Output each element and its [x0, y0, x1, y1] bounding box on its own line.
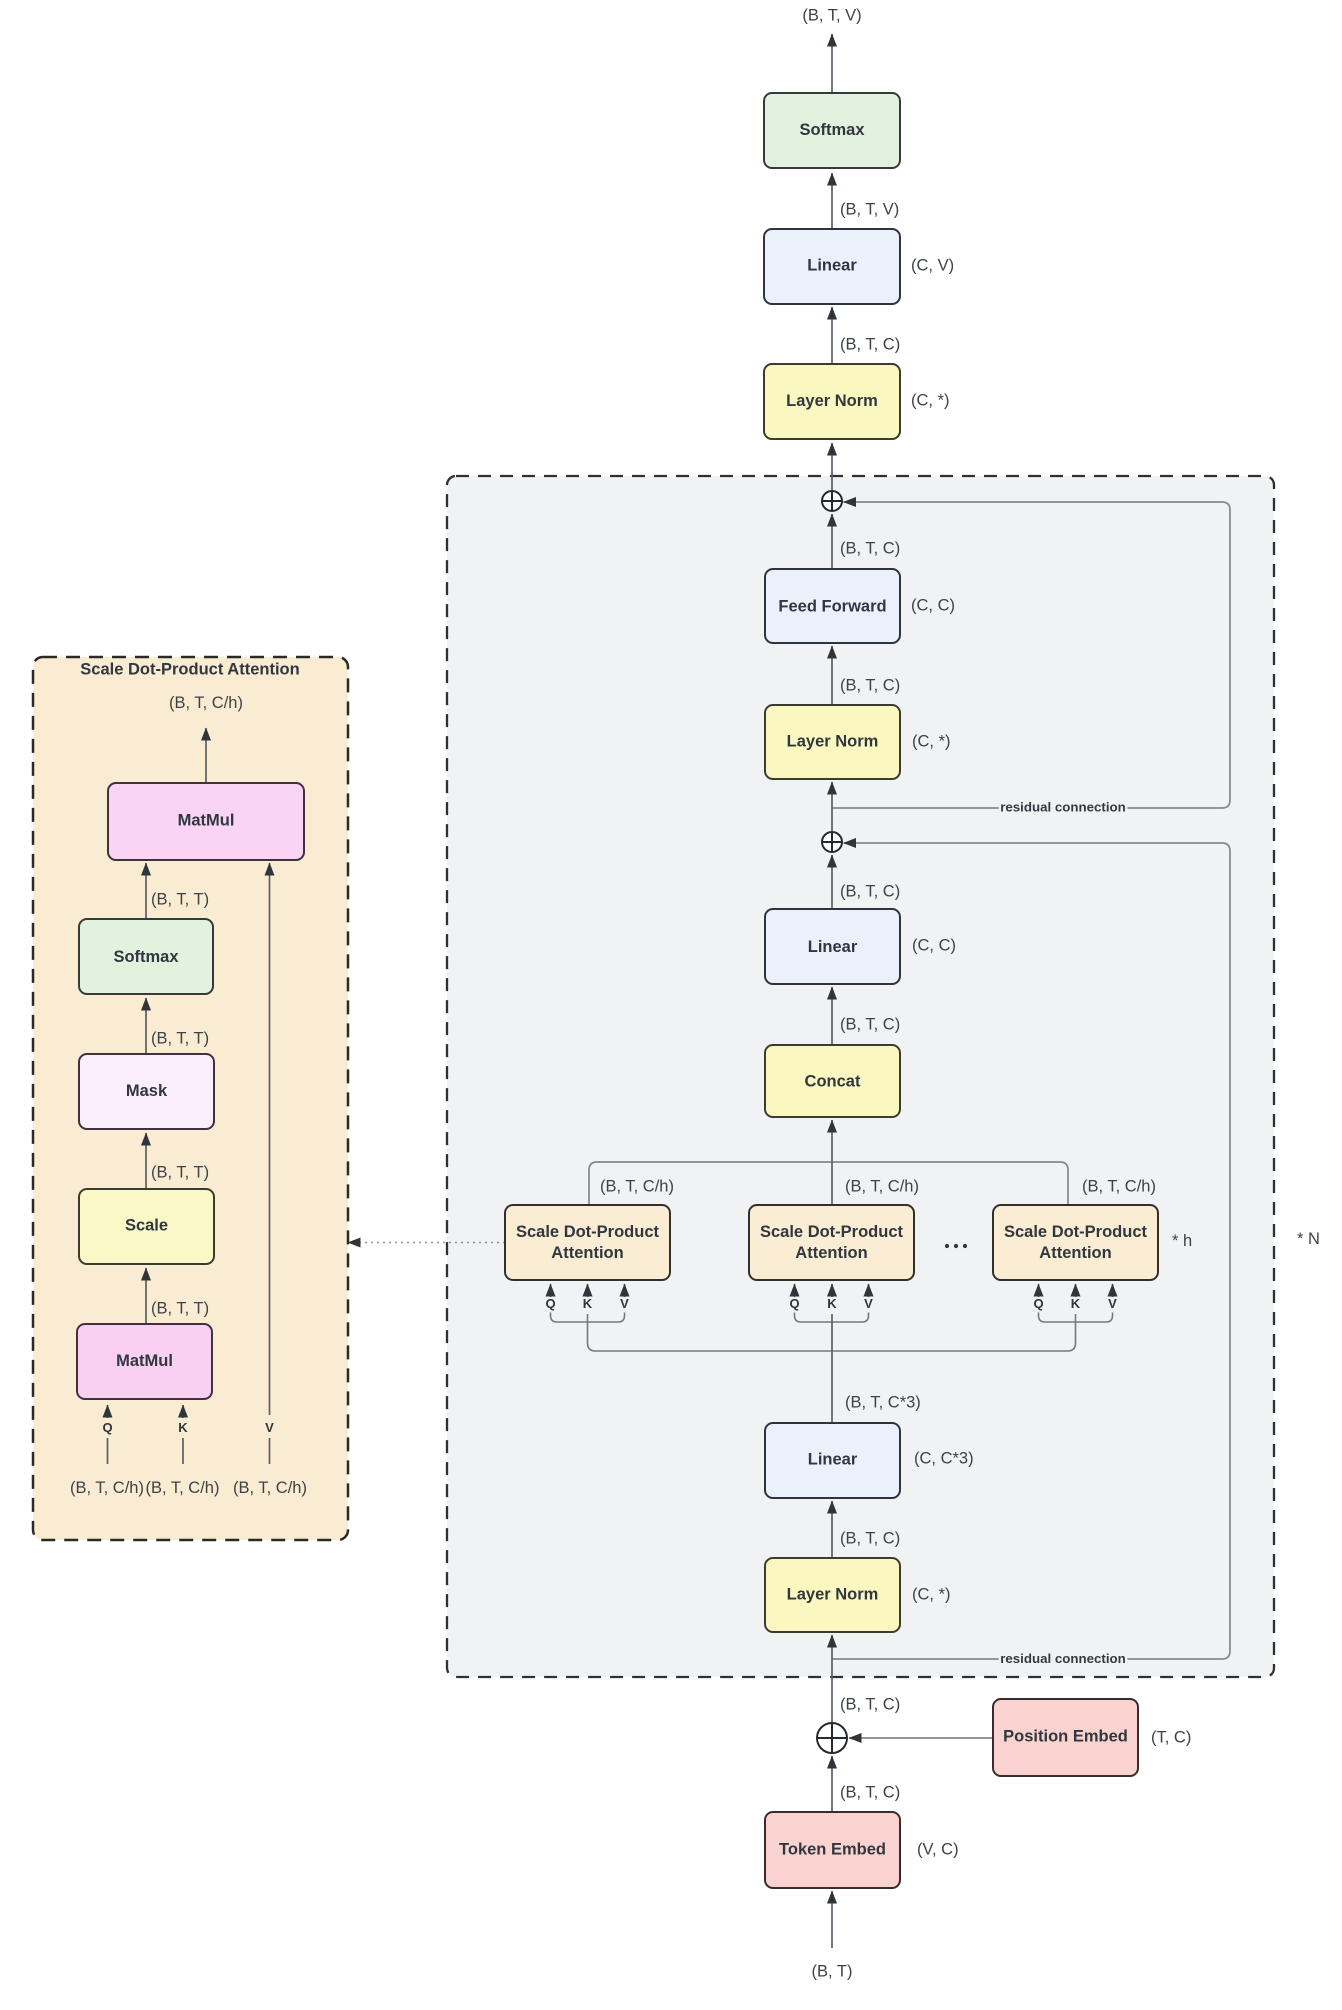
- svg-text:(C, *): (C, *): [911, 392, 950, 410]
- svg-text:K: K: [1071, 1296, 1081, 1311]
- svg-text:Scale Dot-Product: Scale Dot-Product: [516, 1223, 660, 1241]
- svg-text:Layer Norm: Layer Norm: [787, 733, 879, 751]
- svg-text:Scale Dot-Product Attention: Scale Dot-Product Attention: [80, 661, 299, 679]
- svg-text:(B, T, T): (B, T, T): [151, 1300, 209, 1318]
- svg-text:V: V: [864, 1296, 873, 1311]
- svg-text:(B, T, C): (B, T, C): [840, 1696, 900, 1714]
- svg-text:Layer Norm: Layer Norm: [787, 1586, 879, 1604]
- svg-text:(B, T, T): (B, T, T): [151, 891, 209, 909]
- svg-text:residual connection: residual connection: [1000, 1651, 1126, 1666]
- svg-text:Linear: Linear: [807, 257, 857, 275]
- svg-text:MatMul: MatMul: [116, 1352, 173, 1370]
- svg-text:(B, T, C): (B, T, C): [840, 540, 900, 558]
- svg-text:Softmax: Softmax: [799, 121, 865, 139]
- svg-text:(B, T, C): (B, T, C): [840, 336, 900, 354]
- svg-text:MatMul: MatMul: [178, 812, 235, 830]
- svg-text:(C, *): (C, *): [912, 733, 951, 751]
- svg-text:(B, T, C): (B, T, C): [840, 1016, 900, 1034]
- svg-text:Feed Forward: Feed Forward: [778, 598, 886, 616]
- svg-text:(B, T, V): (B, T, V): [802, 7, 861, 25]
- svg-text:(B, T): (B, T): [812, 1963, 853, 1981]
- svg-text:(B, T, C/h): (B, T, C/h): [70, 1479, 144, 1497]
- svg-text:Attention: Attention: [1039, 1244, 1111, 1262]
- svg-text:(T, C): (T, C): [1151, 1729, 1191, 1747]
- svg-text:Q: Q: [1033, 1296, 1043, 1311]
- svg-text:(B, T, C*3): (B, T, C*3): [845, 1394, 921, 1412]
- svg-text:(B, T, C): (B, T, C): [840, 1784, 900, 1802]
- svg-text:(B, T, C): (B, T, C): [840, 1530, 900, 1548]
- svg-text:Concat: Concat: [805, 1073, 861, 1091]
- svg-text:(V, C): (V, C): [917, 1841, 959, 1859]
- svg-text:K: K: [178, 1420, 188, 1435]
- svg-text:(B, T, V): (B, T, V): [840, 201, 899, 219]
- svg-text:Attention: Attention: [551, 1244, 623, 1262]
- svg-text:(B, T, T): (B, T, T): [151, 1164, 209, 1182]
- svg-text:V: V: [1108, 1296, 1117, 1311]
- svg-text:Q: Q: [789, 1296, 799, 1311]
- svg-text:(C, C): (C, C): [911, 597, 955, 615]
- svg-text:V: V: [620, 1296, 629, 1311]
- svg-text:K: K: [583, 1296, 593, 1311]
- svg-text:(B, T, C/h): (B, T, C/h): [1082, 1178, 1156, 1196]
- svg-text:(B, T, C/h): (B, T, C/h): [169, 694, 243, 712]
- svg-text:(C, V): (C, V): [911, 257, 954, 275]
- svg-text:V: V: [265, 1420, 274, 1435]
- svg-text:(B, T, T): (B, T, T): [151, 1030, 209, 1048]
- svg-text:(C, C*3): (C, C*3): [914, 1450, 974, 1468]
- svg-text:residual connection: residual connection: [1000, 800, 1126, 815]
- svg-text:Linear: Linear: [808, 1451, 858, 1469]
- svg-text:Scale Dot-Product: Scale Dot-Product: [760, 1223, 904, 1241]
- svg-text:* N: * N: [1297, 1230, 1320, 1248]
- svg-text:(B, T, C/h): (B, T, C/h): [233, 1479, 307, 1497]
- svg-text:Mask: Mask: [126, 1082, 168, 1100]
- svg-text:Token Embed: Token Embed: [779, 1841, 886, 1859]
- svg-text:(C, C): (C, C): [912, 937, 956, 955]
- svg-text:(B, T, C): (B, T, C): [840, 883, 900, 901]
- svg-text:* h: * h: [1172, 1232, 1192, 1250]
- svg-text:Layer Norm: Layer Norm: [786, 392, 878, 410]
- svg-text:Softmax: Softmax: [113, 948, 179, 966]
- svg-text:Q: Q: [545, 1296, 555, 1311]
- svg-text:Linear: Linear: [808, 938, 858, 956]
- svg-text:(B, T, C/h): (B, T, C/h): [600, 1178, 674, 1196]
- svg-text:(B, T, C/h): (B, T, C/h): [146, 1479, 220, 1497]
- svg-text:(C, *): (C, *): [912, 1586, 951, 1604]
- svg-text:K: K: [827, 1296, 837, 1311]
- svg-text:Scale: Scale: [125, 1217, 168, 1235]
- svg-text:Attention: Attention: [795, 1244, 867, 1262]
- svg-text:Scale Dot-Product: Scale Dot-Product: [1004, 1223, 1148, 1241]
- svg-text:(B, T, C/h): (B, T, C/h): [845, 1178, 919, 1196]
- svg-text:(B, T, C): (B, T, C): [840, 677, 900, 695]
- svg-text:Q: Q: [102, 1420, 112, 1435]
- svg-text:Position Embed: Position Embed: [1003, 1728, 1128, 1746]
